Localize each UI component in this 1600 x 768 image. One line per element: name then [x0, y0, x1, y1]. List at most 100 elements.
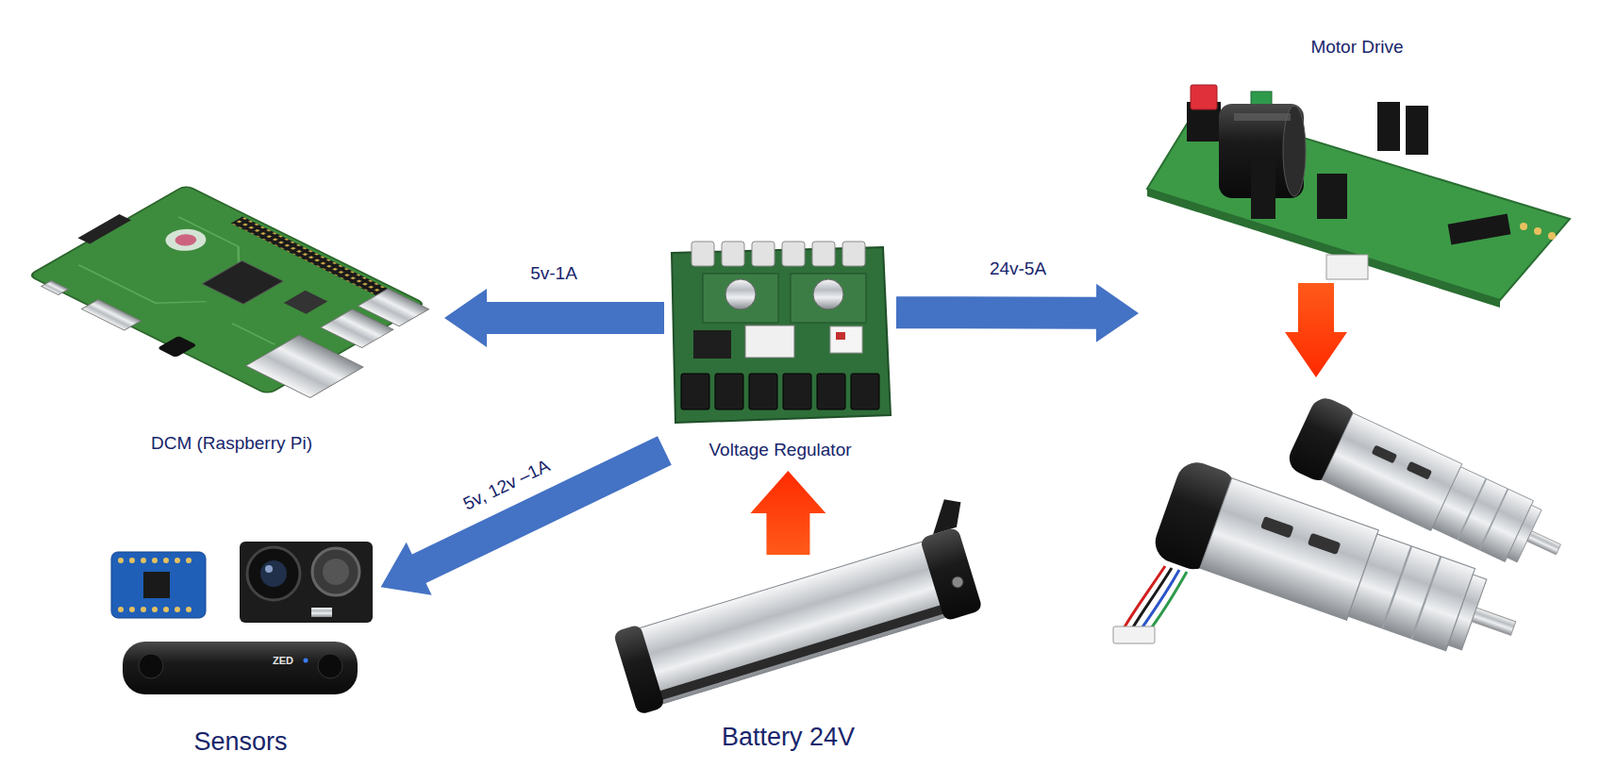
art-part — [185, 557, 192, 564]
art-part — [239, 541, 373, 623]
art-part — [247, 547, 300, 600]
art-part — [1250, 101, 1511, 245]
art-part — [140, 557, 147, 564]
art-part — [650, 602, 952, 703]
art-part — [1519, 222, 1528, 231]
art-part — [283, 290, 328, 315]
art-part — [751, 241, 775, 267]
art-part — [1405, 105, 1429, 155]
raspberry-pi-board — [11, 181, 451, 413]
art-part — [613, 623, 667, 716]
art-part — [790, 273, 867, 323]
art-part — [816, 373, 846, 410]
art-part — [1137, 569, 1180, 634]
component-label: Sensors — [193, 727, 287, 757]
art-part — [1316, 173, 1348, 219]
art-part — [174, 606, 181, 613]
component-node: Battery 24V — [612, 556, 965, 760]
art-part — [1250, 158, 1276, 219]
art-part — [1233, 113, 1291, 121]
art-part — [1150, 456, 1532, 678]
art-part — [1122, 566, 1166, 631]
component-node: DCM (Raspberry Pi) — [24, 179, 439, 463]
art-part — [28, 184, 426, 395]
art-part — [117, 557, 192, 613]
art-part — [163, 606, 169, 613]
art-part — [715, 373, 744, 410]
art-part — [835, 332, 846, 340]
art-part — [702, 273, 779, 323]
art-part — [950, 574, 966, 589]
art-part — [117, 606, 124, 613]
motor-drive-board — [1147, 84, 1570, 308]
art-part — [163, 557, 169, 564]
art-part — [265, 565, 273, 573]
art-part — [138, 653, 164, 679]
art-part — [783, 373, 812, 410]
art-part — [1533, 227, 1542, 235]
art-part — [246, 334, 364, 398]
art-part — [691, 241, 866, 267]
art-part — [143, 571, 170, 599]
art-part — [721, 241, 745, 267]
component-node: Motor Drive — [1142, 33, 1572, 331]
art-part — [129, 557, 135, 564]
imu-board — [111, 551, 206, 618]
art-part — [122, 641, 358, 695]
edge-label: 24v-5A — [989, 258, 1047, 280]
art-part — [311, 607, 333, 617]
art-part — [813, 279, 844, 310]
art-part — [358, 288, 430, 327]
component-label: Battery 24V — [721, 722, 855, 752]
art-part — [632, 539, 953, 707]
art-part — [812, 241, 835, 267]
art-part — [129, 606, 135, 613]
art-part — [303, 658, 309, 664]
art-part — [322, 558, 350, 585]
art-part — [830, 326, 863, 353]
component-label: Voltage Regulator — [708, 439, 851, 461]
art-part — [77, 214, 132, 245]
art-part — [1190, 84, 1217, 110]
art-part — [681, 373, 710, 410]
dc-motors — [1113, 393, 1576, 678]
art-part — [156, 335, 198, 358]
art-part — [185, 606, 192, 613]
art-part — [1284, 283, 1348, 378]
power-arrow — [750, 470, 826, 555]
art-part — [725, 279, 756, 310]
art-part — [174, 557, 181, 564]
art-part — [691, 241, 715, 267]
art-part — [1113, 626, 1155, 644]
art-part — [782, 241, 805, 267]
power-arrow — [896, 283, 1139, 343]
art-part — [140, 606, 147, 613]
art-part — [78, 212, 350, 354]
art-part — [842, 241, 866, 267]
art-part — [1548, 232, 1556, 240]
art-part — [850, 373, 880, 410]
art-part — [151, 557, 158, 564]
camera-module — [239, 541, 373, 623]
stereo-camera — [122, 641, 358, 695]
art-part — [157, 224, 216, 255]
art-part — [317, 653, 343, 679]
art-part — [681, 373, 880, 410]
art-part — [312, 548, 360, 596]
art-part — [1377, 101, 1400, 151]
art-part — [919, 526, 984, 621]
art-part — [693, 330, 732, 359]
art-part — [151, 606, 158, 613]
power-arrow — [444, 288, 665, 348]
art-part — [117, 557, 124, 564]
art-part — [170, 232, 201, 249]
component-label: DCM (Raspberry Pi) — [150, 433, 313, 454]
component-node: Voltage Regulator — [667, 239, 893, 467]
art-part — [260, 560, 287, 587]
component-label: Motor Drive — [1310, 36, 1403, 58]
art-part — [201, 260, 284, 304]
component-node: Sensors — [103, 537, 378, 760]
